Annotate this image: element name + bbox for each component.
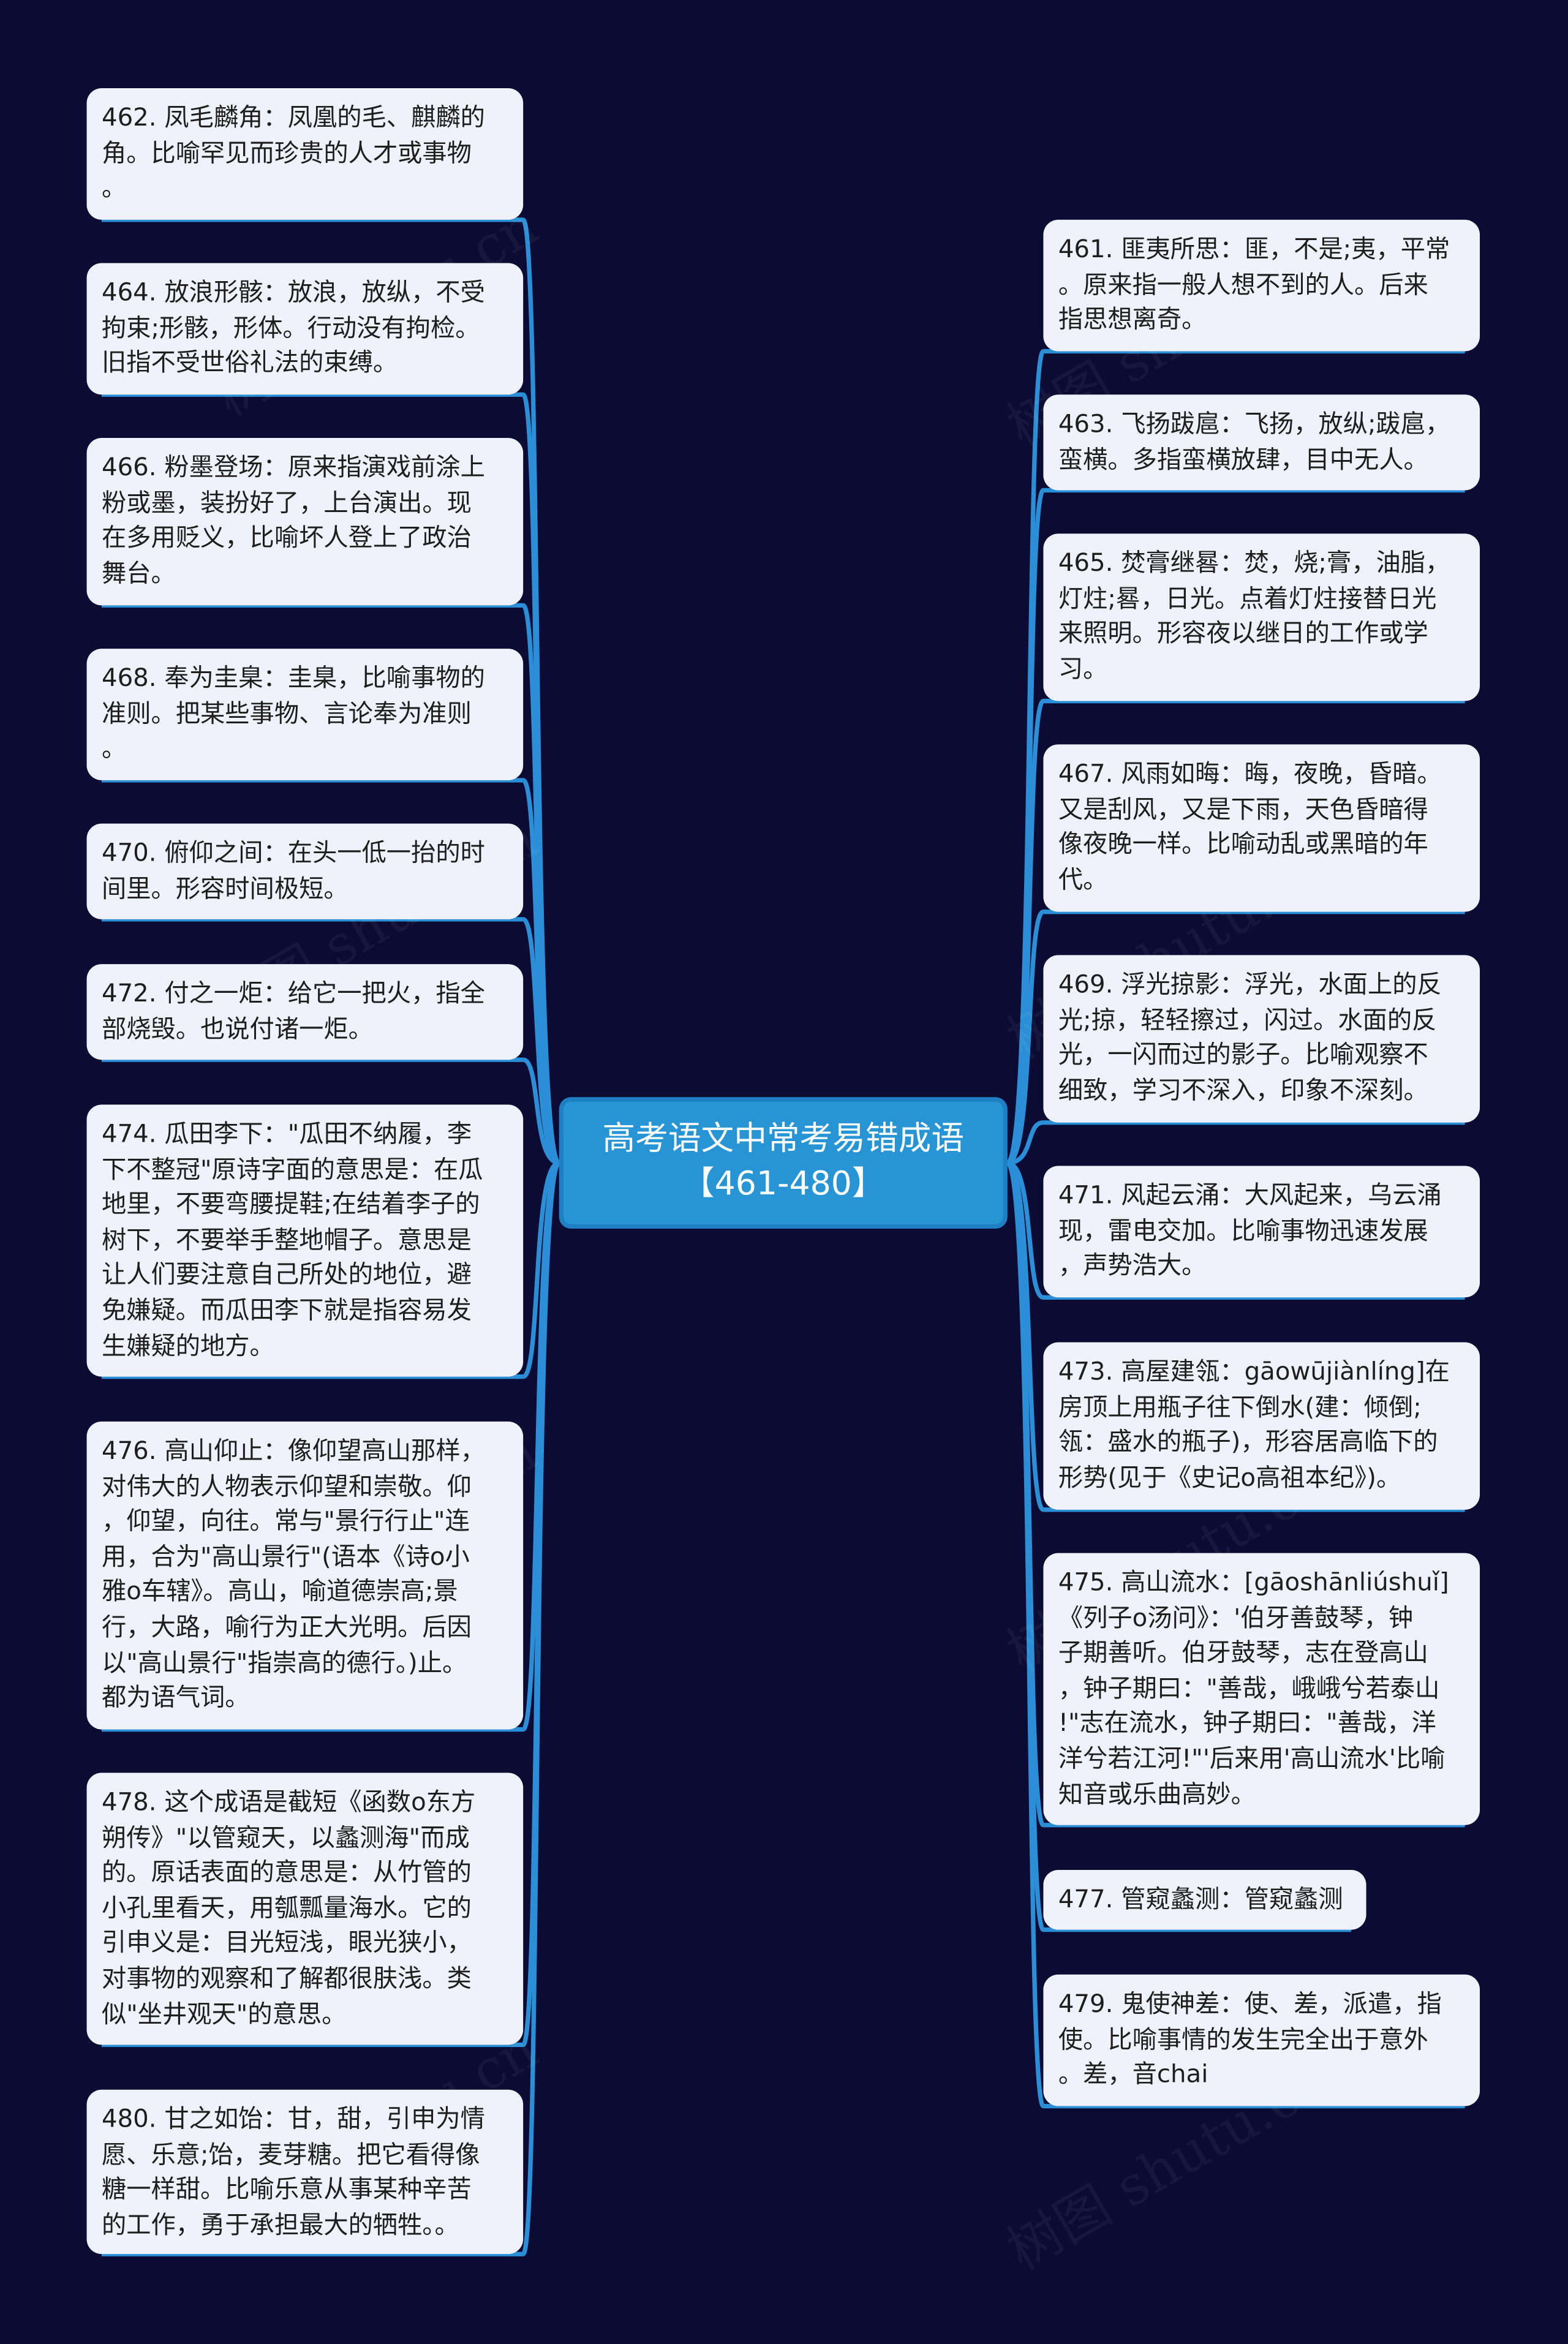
node-477[interactable]: 477. 管窥蠡测：管窥蠡测 xyxy=(1043,1869,1366,1930)
node-480[interactable]: 480. 甘之如饴：甘，甜，引申为情 愿、乐意;饴，麦芽糖。把它看得像 糖一样甜… xyxy=(86,2089,524,2255)
node-464[interactable]: 464. 放浪形骸：放浪，放纵，不受 拘束;形骸，形体。行动没有拘检。 旧指不受… xyxy=(86,263,524,395)
node-469[interactable]: 469. 浮光掠影：浮光，水面上的反 光;掠，轻轻擦过，闪过。水面的反 光，一闪… xyxy=(1043,955,1480,1123)
node-474[interactable]: 474. 瓜田李下："瓜田不纳履，李 下不整冠"原诗字面的意思是：在瓜 地里，不… xyxy=(86,1104,524,1377)
node-461[interactable]: 461. 匪夷所思：匪，不是;夷，平常 。原来指一般人想不到的人。后来 指思想离… xyxy=(1043,219,1480,352)
link-node-470 xyxy=(522,917,560,1166)
node-466[interactable]: 466. 粉墨登场：原来指演戏前涂上 粉或墨，装扮好了，上台演出。现 在多用贬义… xyxy=(86,438,524,606)
link-node-471 xyxy=(1006,1160,1044,1300)
node-462[interactable]: 462. 凤毛麟角：凤凰的毛、麒麟的 角。比喻罕见而珍贵的人才或事物 。 xyxy=(86,88,524,220)
link-node-479 xyxy=(1005,1160,1046,2109)
link-node-465 xyxy=(1006,698,1046,1166)
link-node-472 xyxy=(522,1057,560,1166)
node-473[interactable]: 473. 高屋建瓴：gāowūjiànlíng]在 房顶上用瓶子往下倒水(建：倾… xyxy=(1043,1342,1480,1510)
node-476[interactable]: 476. 高山仰止：像仰望高山那样， 对伟大的人物表示仰望和崇敬。仰 ，仰望，向… xyxy=(86,1421,524,1730)
link-node-480 xyxy=(521,1160,562,2256)
node-463[interactable]: 463. 飞扬跋扈：飞扬，放纵;跋扈， 蛮横。多指蛮横放肆，目中无人。 xyxy=(1043,394,1480,491)
node-475[interactable]: 475. 高山流水：[gāoshānliúshuǐ] 《列子o汤问》：'伯牙善鼓… xyxy=(1043,1553,1480,1825)
node-471[interactable]: 471. 风起云涌：大风起来，乌云涌 现，雷电交加。比喻事物迅速发展 ，声势浩大… xyxy=(1043,1166,1480,1298)
node-468[interactable]: 468. 奉为圭臬：圭臬，比喻事物的 准则。把某些事物、言论奉为准则 。 xyxy=(86,649,524,780)
node-478[interactable]: 478. 这个成语是截短《函数o东方 朔传》"以管窥天，以蠡测海"而成 的。原话… xyxy=(86,1773,524,2045)
root-topic[interactable]: 高考语文中常考易错成语 【461-480】 xyxy=(559,1097,1008,1229)
node-465[interactable]: 465. 焚膏继晷：焚，烧;膏，油脂， 灯炷;晷，日光。点着灯炷接替日光 来照明… xyxy=(1043,533,1480,701)
link-node-473 xyxy=(1006,1160,1046,1512)
link-node-474 xyxy=(522,1160,560,1379)
node-479[interactable]: 479. 鬼使神差：使、差，派遣，指 使。比喻事情的发生完全出于意外 。差，音c… xyxy=(1043,1974,1480,2106)
link-node-469 xyxy=(1007,1120,1044,1166)
link-node-467 xyxy=(1006,909,1045,1166)
node-470[interactable]: 470. 俯仰之间：在头一低一抬的时 间里。形容时间极短。 xyxy=(86,823,524,919)
node-467[interactable]: 467. 风雨如晦：晦，夜晚，昏暗。 又是刮风，又是下雨，天色昏暗得 像夜晚一样… xyxy=(1043,744,1480,912)
node-472[interactable]: 472. 付之一炬：给它一把火，指全 部烧毁。也说付诸一炬。 xyxy=(86,964,524,1060)
